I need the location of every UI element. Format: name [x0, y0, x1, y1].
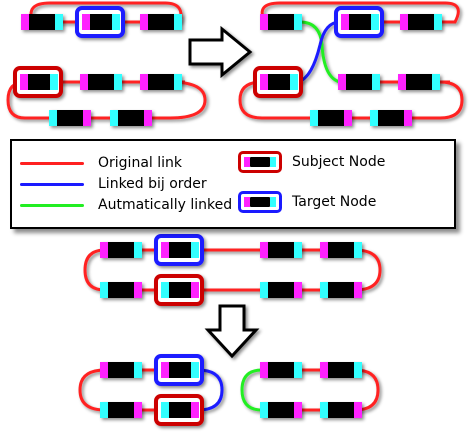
- node: [260, 282, 302, 298]
- linked-by-order: [297, 20, 341, 84]
- target-node: [334, 6, 384, 38]
- panel-middle: [83, 248, 382, 292]
- original-link: [83, 248, 106, 292]
- right-arrow-icon: [188, 25, 253, 79]
- legend-label: Target Node: [292, 194, 377, 210]
- nodes-middle: [100, 234, 362, 306]
- original-link: [52, 80, 207, 120]
- target-node: [154, 354, 204, 386]
- node: [100, 282, 142, 298]
- target-node-icon: [238, 191, 282, 213]
- original-link: [238, 80, 330, 120]
- legend-label: Autmatically linked: [98, 197, 233, 213]
- node: [21, 14, 63, 30]
- original-link: [354, 368, 380, 412]
- original-link: [260, 1, 460, 24]
- legend-target-node: Target Node: [238, 189, 376, 215]
- node: [140, 14, 182, 30]
- node: [49, 110, 91, 126]
- linked-by-order-swatch: [20, 182, 84, 186]
- legend-label: Subject Node: [292, 154, 386, 170]
- nodes-bottom: [100, 354, 362, 426]
- original-link-swatch: [20, 161, 84, 165]
- node: [400, 14, 442, 30]
- legend-auto-linked: Autmatically linked: [20, 195, 232, 215]
- node: [110, 110, 152, 126]
- node: [80, 74, 122, 90]
- nodes-top-left: [13, 6, 182, 126]
- node: [140, 74, 182, 90]
- original-link: [78, 368, 160, 412]
- node: [370, 110, 412, 126]
- subject-node: [154, 394, 204, 426]
- node: [310, 110, 352, 126]
- node: [100, 242, 142, 258]
- legend: Original link Linked bij order Autmatica…: [10, 139, 456, 229]
- node: [338, 74, 380, 90]
- original-link: [300, 80, 464, 120]
- auto-linked-swatch: [20, 203, 84, 207]
- legend-subject-node: Subject Node: [238, 149, 385, 175]
- original-link: [354, 248, 382, 292]
- node: [320, 362, 362, 378]
- subject-node-icon: [238, 151, 282, 173]
- node: [260, 242, 302, 258]
- target-node: [75, 6, 125, 38]
- target-node: [154, 234, 204, 266]
- legend-linked-by-order: Linked bij order: [20, 174, 207, 194]
- auto-link: [240, 368, 263, 412]
- node: [260, 362, 302, 378]
- node: [320, 402, 362, 418]
- subject-node: [13, 66, 63, 98]
- auto-link: [299, 20, 341, 84]
- original-link: [29, 1, 183, 23]
- node: [260, 14, 302, 30]
- legend-original-link: Original link: [20, 153, 182, 173]
- node: [100, 402, 142, 418]
- legend-label: Original link: [98, 155, 182, 171]
- node: [260, 402, 302, 418]
- legend-label: Linked bij order: [98, 176, 207, 192]
- subject-node: [253, 66, 303, 98]
- node: [320, 282, 362, 298]
- subject-node: [154, 274, 204, 306]
- node: [100, 362, 142, 378]
- node: [398, 74, 440, 90]
- nodes-top-right: [253, 6, 442, 126]
- down-arrow-icon: [204, 304, 260, 359]
- linked-by-order: [197, 368, 224, 412]
- node: [320, 242, 362, 258]
